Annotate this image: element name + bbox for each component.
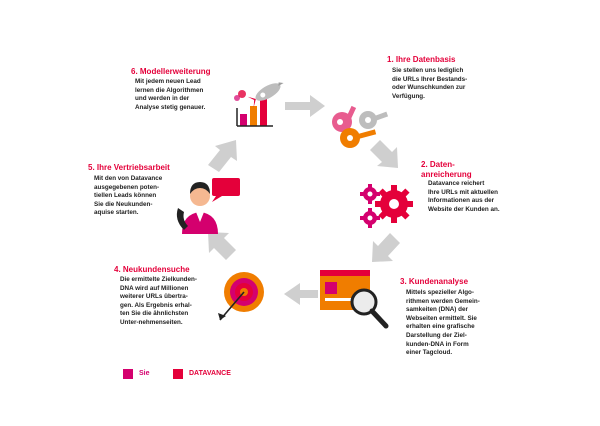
legend-swatch-sie xyxy=(123,369,133,379)
sales-agent-icon xyxy=(176,178,240,234)
arrow-5-to-6 xyxy=(208,140,237,172)
legend-label-sie: Sie xyxy=(139,370,150,377)
step-1-title: 1. Ihre Datenbasis xyxy=(387,55,456,64)
arrow-1-to-2 xyxy=(370,140,398,168)
legend-label-datavance: DATAVANCE xyxy=(189,370,231,377)
bar-2 xyxy=(250,106,257,126)
step-6-body: Mit jedem neuen Lead lernen die Algorith… xyxy=(135,78,206,111)
legend-swatch-datavance xyxy=(173,369,183,379)
keys-icon xyxy=(332,105,389,148)
step-4-body: Die ermittelte Zielkunden- DNA wird auf … xyxy=(120,276,197,326)
step-2-title: 2. Daten- anreicherung xyxy=(421,160,472,179)
arrow-6-to-1 xyxy=(285,95,325,117)
step-5-title: 5. Ihre Vertriebsarbeit xyxy=(88,163,170,172)
arrow-4-to-5 xyxy=(208,232,236,260)
step-3-title: 3. Kundenanalyse xyxy=(400,277,469,286)
target-icon xyxy=(218,272,264,321)
step-6-title: 6. Modellerweiterung xyxy=(131,67,211,76)
step-1-body: Sie stellen uns lediglich die URLs Ihrer… xyxy=(392,67,468,100)
magnifier-browser-icon xyxy=(320,270,389,329)
speech-bubble xyxy=(212,178,240,196)
step-3-body: Mittels spezieller Algo- rithmen werden … xyxy=(406,289,480,357)
bar-3 xyxy=(260,98,267,126)
step-2-body: Datavance reichert Ihre URLs mit aktuell… xyxy=(428,180,500,213)
step-5-body: Mit den von Datavance ausgegebenen poten… xyxy=(94,175,163,217)
arrow-2-to-3 xyxy=(372,233,400,262)
bar-1 xyxy=(240,114,247,126)
rocket-chart-icon xyxy=(234,82,284,127)
step-4-title: 4. Neukundensuche xyxy=(114,265,190,274)
arrow-3-to-4 xyxy=(284,283,318,305)
gears-icon xyxy=(360,184,413,228)
